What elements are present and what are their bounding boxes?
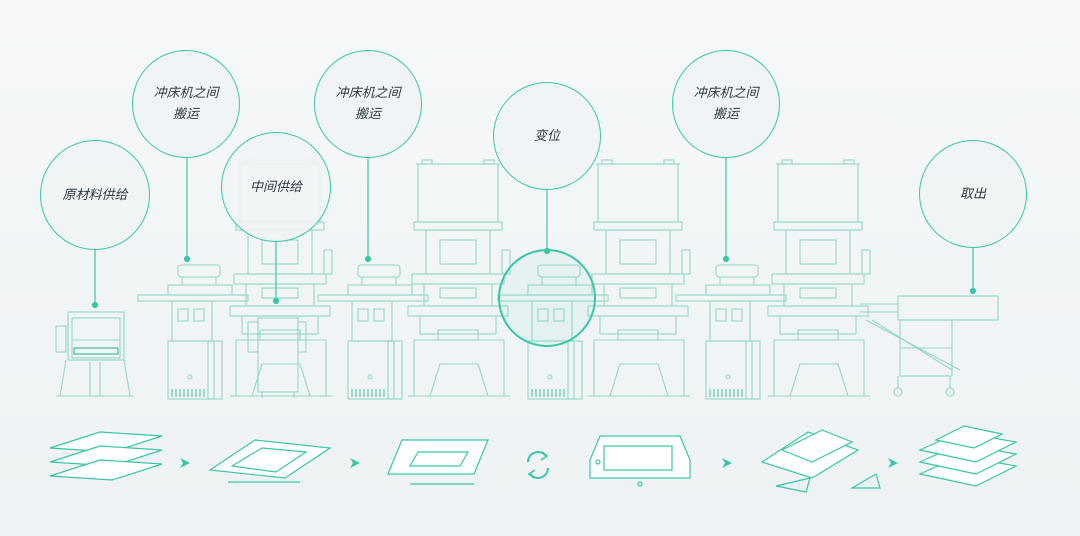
rotate-icon <box>527 451 549 479</box>
product-stages <box>49 425 1018 493</box>
middle-supply-unit <box>247 317 307 398</box>
label-transfer-1: 冲床机之间 搬运 <box>153 86 219 122</box>
bubble-transfer-2: 冲床机之间 搬运 <box>314 50 422 158</box>
label-take-out: 取出 <box>959 186 986 202</box>
raw-material-stand <box>55 311 134 397</box>
label-transfer-3: 冲床机之间 搬运 <box>693 86 759 122</box>
label-shift: 变位 <box>533 128 560 144</box>
bubble-take-out: 取出 <box>919 140 1027 248</box>
bubble-middle-supply: 中间供给 <box>221 132 331 242</box>
bubble-raw-material-supply: 原材料供给 <box>40 140 150 250</box>
bubble-shift: 变位 <box>493 82 601 190</box>
shift-highlight-circle <box>498 249 596 347</box>
label-raw-material-supply: 原材料供给 <box>62 187 128 203</box>
flow-arrows <box>180 458 898 468</box>
bubble-transfer-3: 冲床机之间 搬运 <box>672 50 780 158</box>
label-transfer-2: 冲床机之间 搬运 <box>335 86 401 122</box>
bubble-transfer-1: 冲床机之间 搬运 <box>132 50 240 158</box>
label-middle-supply: 中间供给 <box>249 179 302 195</box>
take-out-conveyor <box>860 295 999 397</box>
